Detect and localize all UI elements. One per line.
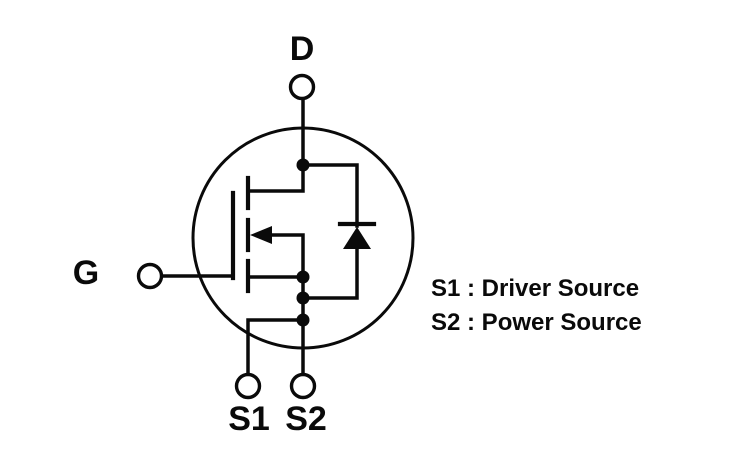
body-diode-top-branch-line: [299, 163, 359, 228]
source1-lead-line: [246, 318, 305, 377]
body-connection-line: [266, 233, 305, 279]
source1-terminal-circle: [234, 372, 262, 400]
junction-dot-drain: [296, 158, 310, 172]
drain-terminal-circle: [288, 73, 316, 101]
junction-dot-diode: [296, 291, 310, 305]
source2-terminal-circle: [289, 372, 317, 400]
drain-channel-connection-line: [246, 161, 305, 193]
legend-line-2: S2 : Power Source: [431, 309, 642, 336]
source1-label: S1: [228, 400, 270, 438]
source2-label: S2: [285, 400, 327, 438]
body-arrow-icon: [250, 226, 272, 244]
drain-label: D: [290, 30, 315, 68]
body-diode-bottom-branch-line: [301, 246, 359, 300]
gate-terminal-circle: [136, 262, 164, 290]
gate-label: G: [73, 254, 99, 292]
body-diode-triangle: [343, 227, 371, 249]
junction-dot-source: [296, 270, 310, 284]
legend-line-1: S1 : Driver Source: [431, 275, 639, 302]
junction-dot-s1-branch: [296, 313, 310, 327]
